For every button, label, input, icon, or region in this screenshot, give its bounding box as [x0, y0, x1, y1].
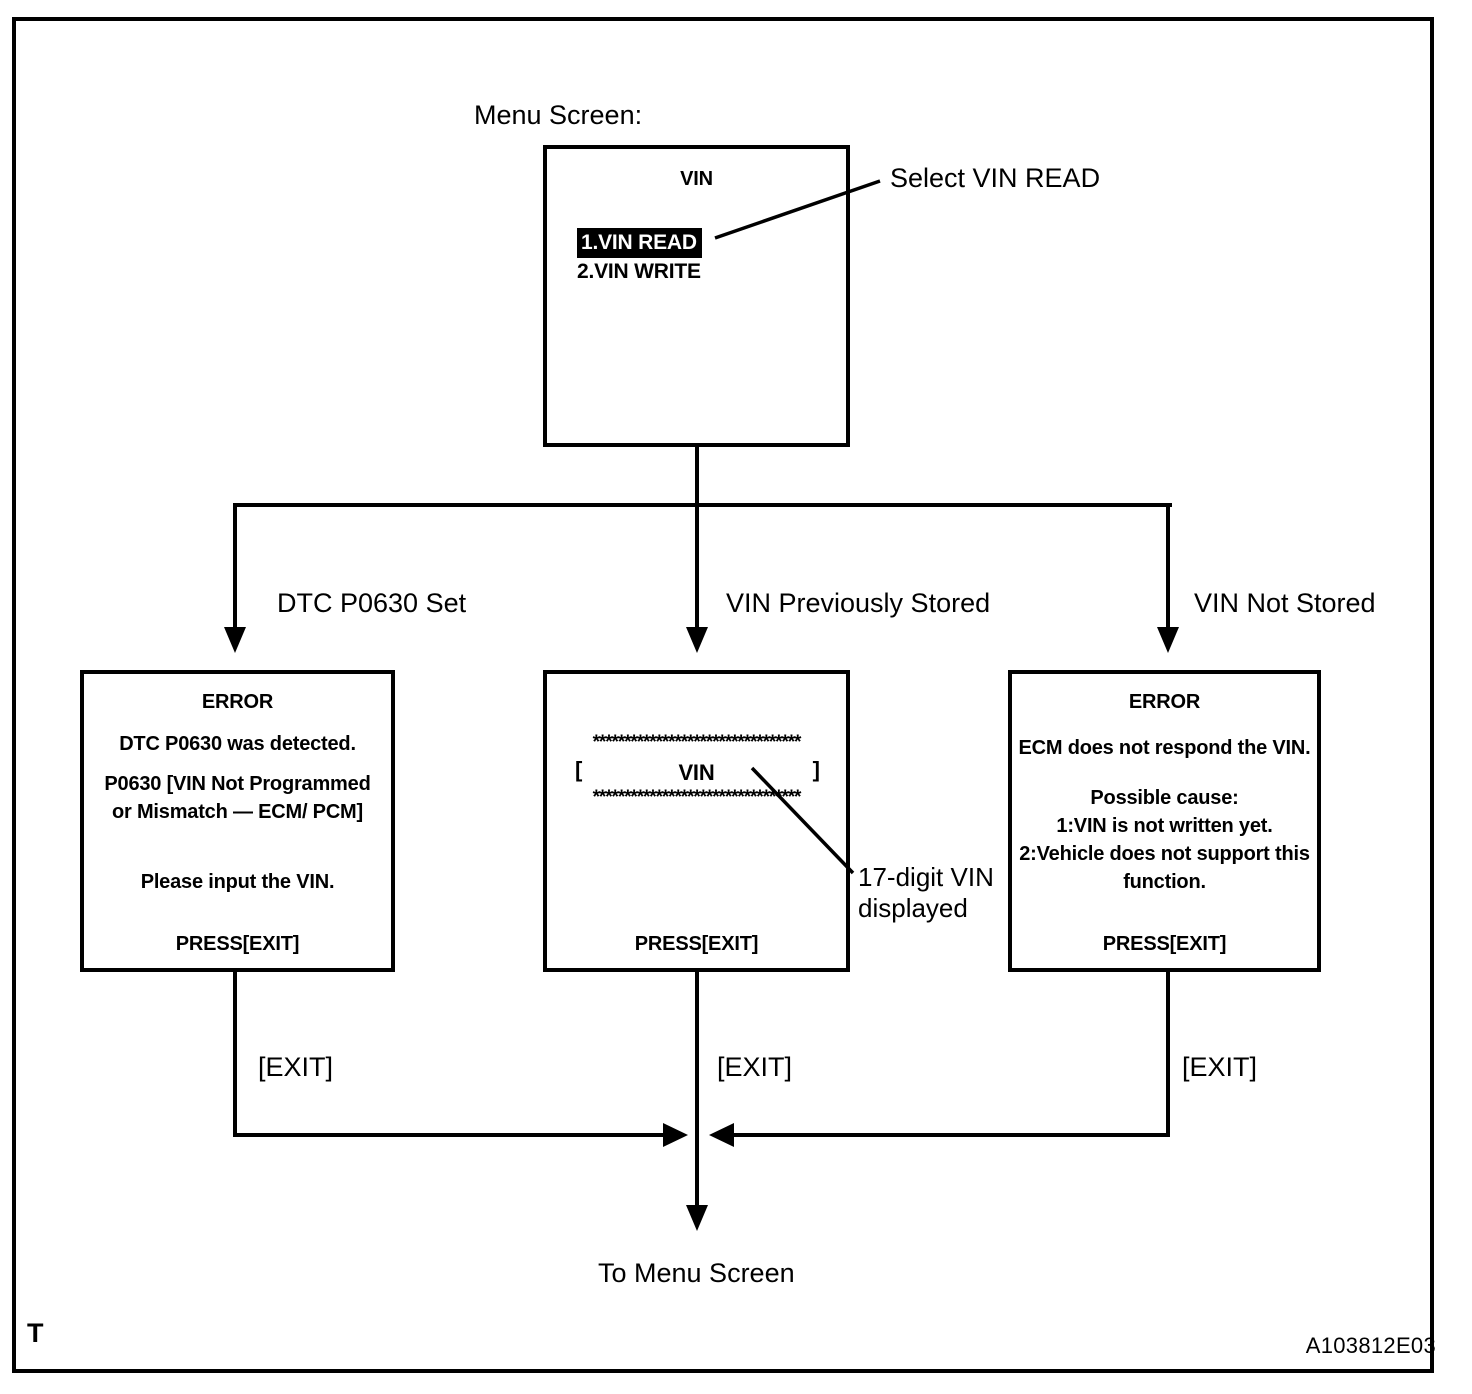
branch-left-arrowhead [224, 627, 246, 653]
select-vin-read-leader-line [714, 179, 881, 240]
exit-right-horizontal [727, 1133, 1170, 1137]
no-vin-error-screen-box[interactable]: ERROR ECM does not respond the VIN. Poss… [1008, 670, 1321, 972]
exit-left-horizontal [233, 1133, 670, 1137]
exit-center-arrowhead [686, 1205, 708, 1231]
no-vin-error-title: ERROR [1128, 691, 1201, 713]
vin-display-stars-bottom: ********************************* [592, 787, 802, 808]
no-vin-error-line5: function. [1123, 871, 1206, 893]
vin-digits-callout-line1: 17-digit VIN [858, 862, 994, 892]
no-vin-error-line4: 2:Vehicle does not support this [1019, 843, 1310, 865]
menu-screen-title: VIN [680, 168, 713, 190]
menu-screen-box[interactable]: VIN 1.VIN READ 2.VIN WRITE [543, 145, 850, 447]
no-vin-error-footer: PRESS[EXIT] [1102, 933, 1227, 955]
branch-center-arrowhead [686, 627, 708, 653]
vin-display-stars-top: ********************************* [592, 732, 802, 753]
menu-screen-list[interactable]: 1.VIN READ 2.VIN WRITE [577, 228, 702, 286]
no-vin-error-line2: Possible cause: [1090, 787, 1239, 809]
menu-screen-caption: Menu Screen: [474, 100, 643, 130]
branch-right-connector [1166, 503, 1170, 629]
to-menu-screen-label: To Menu Screen [598, 1258, 795, 1288]
menu-item-vin-write[interactable]: 2.VIN WRITE [577, 258, 702, 285]
vin-display-bracket-close: ] [812, 757, 820, 782]
no-vin-error-line3: 1:VIN is not written yet. [1056, 815, 1273, 837]
page-border-frame [12, 17, 1434, 1373]
exit-left-arrowhead [663, 1123, 688, 1147]
vin-digits-leader-line [750, 766, 855, 875]
vin-display-footer: PRESS[EXIT] [634, 933, 759, 955]
branch-bus-horizontal [233, 503, 1172, 507]
branch-right-arrowhead [1157, 627, 1179, 653]
branch-center-connector [695, 503, 699, 629]
vin-display-value: VIN [678, 760, 715, 785]
exit-left-connector [233, 972, 237, 1137]
vin-digits-callout-line2: displayed [858, 893, 968, 924]
branch-label-dtc-set: DTC P0630 Set [277, 588, 467, 618]
exit-right-arrowhead [709, 1123, 734, 1147]
dtc-error-line2: P0630 [VIN Not Programmed [104, 773, 371, 795]
exit-label-center: [EXIT] [717, 1052, 793, 1082]
vin-display-bracket-open: [ [575, 757, 583, 782]
branch-label-vin-not-stored: VIN Not Stored [1194, 588, 1376, 618]
dtc-error-line1: DTC P0630 was detected. [119, 733, 356, 755]
dtc-error-footer: PRESS[EXIT] [175, 933, 300, 955]
no-vin-error-line1: ECM does not respond the VIN. [1018, 737, 1311, 759]
dtc-error-title: ERROR [201, 691, 274, 713]
dtc-error-line3: or Mismatch — ECM/ PCM] [112, 801, 363, 823]
select-vin-read-callout: Select VIN READ [890, 163, 1101, 193]
menu-item-vin-write-label: 2.VIN WRITE [577, 260, 701, 284]
branch-label-vin-stored: VIN Previously Stored [726, 588, 991, 618]
dtc-error-screen-box[interactable]: ERROR DTC P0630 was detected. P0630 [VIN… [80, 670, 395, 972]
exit-label-left: [EXIT] [258, 1052, 334, 1082]
menu-item-vin-read[interactable]: 1.VIN READ [577, 228, 702, 259]
menu-to-bus-connector [695, 447, 699, 507]
dtc-error-line4: Please input the VIN. [140, 871, 335, 893]
vin-digits-callout: 17-digit VIN displayed [858, 862, 994, 924]
exit-center-connector [695, 972, 699, 1212]
figure-code-label: A103812E03 [1305, 1333, 1436, 1358]
sheet-corner-mark-t: T [27, 1318, 44, 1348]
menu-item-vin-read-label: 1.VIN READ [577, 228, 702, 259]
exit-label-right: [EXIT] [1182, 1052, 1258, 1082]
vin-display-screen-box[interactable]: ********************************* [ VIN … [543, 670, 850, 972]
branch-left-connector [233, 503, 237, 629]
exit-right-connector [1166, 972, 1170, 1137]
